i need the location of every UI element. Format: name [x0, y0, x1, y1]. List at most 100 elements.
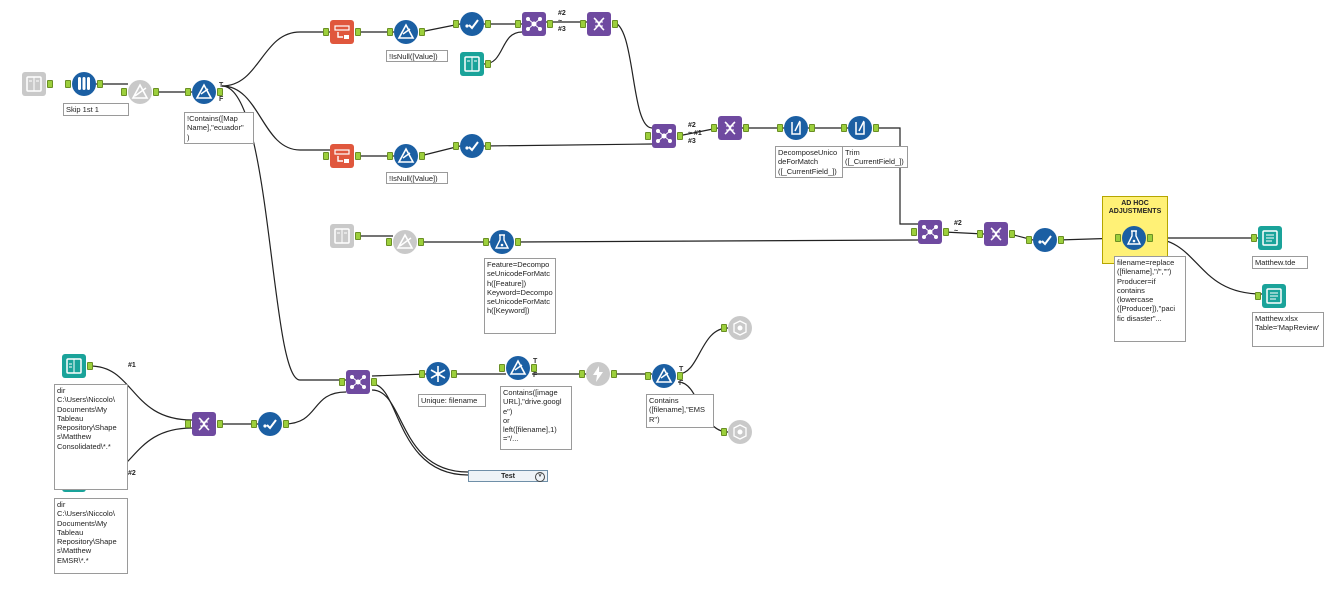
- filter-emsr-tool[interactable]: [652, 364, 676, 388]
- output-anchor[interactable]: [515, 238, 521, 246]
- output-anchor[interactable]: [283, 420, 289, 428]
- output-anchor[interactable]: [1058, 236, 1064, 244]
- input-anchor[interactable]: [911, 228, 917, 236]
- filter-isnull-top-tool[interactable]: [394, 20, 418, 44]
- connection-wire[interactable]: [283, 391, 347, 425]
- input-anchor[interactable]: [645, 132, 651, 140]
- connection-wire[interactable]: [371, 389, 469, 473]
- input-anchor[interactable]: [1251, 234, 1257, 242]
- output-anchor[interactable]: [47, 80, 53, 88]
- union-right-tool[interactable]: [984, 222, 1008, 246]
- browse-bottom-tool[interactable]: [728, 420, 752, 444]
- join-top-tool[interactable]: [522, 12, 546, 36]
- input-book-tool[interactable]: [460, 52, 484, 76]
- connection-wire[interactable]: [89, 365, 193, 421]
- join-bottom-tool[interactable]: [346, 370, 370, 394]
- select-left-tool[interactable]: [258, 412, 282, 436]
- input-anchor[interactable]: [387, 152, 393, 160]
- browse-top-tool[interactable]: [728, 316, 752, 340]
- filter-main-tool[interactable]: [192, 80, 216, 104]
- connection-wire[interactable]: [221, 31, 330, 87]
- input-anchor[interactable]: [1026, 236, 1032, 244]
- output-anchor[interactable]: [873, 124, 879, 132]
- input-anchor[interactable]: [711, 124, 717, 132]
- input-anchor[interactable]: [1115, 234, 1121, 242]
- input-anchor[interactable]: [777, 124, 783, 132]
- connection-wire[interactable]: [371, 373, 427, 377]
- text-to-columns-top-tool[interactable]: [330, 20, 354, 44]
- connection-wire[interactable]: [677, 327, 729, 375]
- input-anchor[interactable]: [185, 88, 191, 96]
- output-anchor[interactable]: [809, 124, 815, 132]
- connection-wire[interactable]: [874, 127, 918, 225]
- input-anchor[interactable]: [721, 324, 727, 332]
- input-top-tool[interactable]: [22, 72, 46, 96]
- input-anchor[interactable]: [251, 420, 257, 428]
- output-anchor[interactable]: [485, 20, 491, 28]
- connection-wire[interactable]: [515, 239, 919, 243]
- chevron-down-icon[interactable]: ˅: [535, 472, 545, 482]
- filter-drive-tool[interactable]: [506, 356, 530, 380]
- download-disabled-tool[interactable]: [586, 362, 610, 386]
- output-anchor[interactable]: [355, 152, 361, 160]
- connection-wire[interactable]: [221, 85, 346, 381]
- input-anchor[interactable]: [977, 230, 983, 238]
- connection-wire[interactable]: [611, 21, 653, 129]
- output-anchor[interactable]: [419, 28, 425, 36]
- output-anchor[interactable]: [217, 420, 223, 428]
- multi-field-decompose-tool[interactable]: [784, 116, 808, 140]
- output-tde-tool[interactable]: [1258, 226, 1282, 250]
- select-top-tool[interactable]: [460, 12, 484, 36]
- input-anchor[interactable]: [1255, 292, 1261, 300]
- output-anchor[interactable]: [743, 124, 749, 132]
- input-anchor[interactable]: [453, 142, 459, 150]
- output-anchor[interactable]: [418, 238, 424, 246]
- output-anchor[interactable]: [485, 60, 491, 68]
- formula-feature-tool[interactable]: [490, 230, 514, 254]
- input-anchor[interactable]: [499, 364, 505, 372]
- union-top-tool[interactable]: [587, 12, 611, 36]
- input-anchor[interactable]: [580, 20, 586, 28]
- output-anchor[interactable]: [451, 370, 457, 378]
- join-mid-tool[interactable]: [652, 124, 676, 148]
- output-anchor[interactable]: [87, 362, 93, 370]
- select-right-tool[interactable]: [1033, 228, 1057, 252]
- sample-tool[interactable]: [72, 72, 96, 96]
- output-anchor[interactable]: [485, 142, 491, 150]
- browse-test-bar[interactable]: Test˅: [468, 470, 548, 482]
- text-to-columns-mid-tool[interactable]: [330, 144, 354, 168]
- dir-1-tool[interactable]: [62, 354, 86, 378]
- output-anchor[interactable]: [547, 20, 553, 28]
- output-anchor[interactable]: [677, 372, 683, 380]
- input-anchor[interactable]: [483, 238, 489, 246]
- filter-isnull-mid-tool[interactable]: [394, 144, 418, 168]
- input-anchor[interactable]: [419, 370, 425, 378]
- output-anchor[interactable]: [217, 88, 223, 96]
- input-anchor[interactable]: [323, 152, 329, 160]
- output-anchor[interactable]: [611, 370, 617, 378]
- output-xlsx-tool[interactable]: [1262, 284, 1286, 308]
- output-anchor[interactable]: [153, 88, 159, 96]
- join-right-tool[interactable]: [918, 220, 942, 244]
- input-anchor[interactable]: [121, 88, 127, 96]
- input-feature-tool[interactable]: [330, 224, 354, 248]
- output-anchor[interactable]: [97, 80, 103, 88]
- input-anchor[interactable]: [579, 370, 585, 378]
- connection-wire[interactable]: [371, 383, 469, 476]
- output-anchor[interactable]: [355, 232, 361, 240]
- output-anchor[interactable]: [1009, 230, 1015, 238]
- output-anchor[interactable]: [943, 228, 949, 236]
- input-anchor[interactable]: [65, 80, 71, 88]
- input-anchor[interactable]: [515, 20, 521, 28]
- output-anchor[interactable]: [371, 378, 377, 386]
- connection-wire[interactable]: [221, 85, 330, 151]
- input-anchor[interactable]: [323, 28, 329, 36]
- input-anchor[interactable]: [339, 378, 345, 386]
- input-anchor[interactable]: [841, 124, 847, 132]
- input-anchor[interactable]: [185, 420, 191, 428]
- input-anchor[interactable]: [387, 28, 393, 36]
- input-anchor[interactable]: [721, 428, 727, 436]
- input-anchor[interactable]: [453, 20, 459, 28]
- union-left-tool[interactable]: [192, 412, 216, 436]
- connection-wire[interactable]: [483, 143, 653, 147]
